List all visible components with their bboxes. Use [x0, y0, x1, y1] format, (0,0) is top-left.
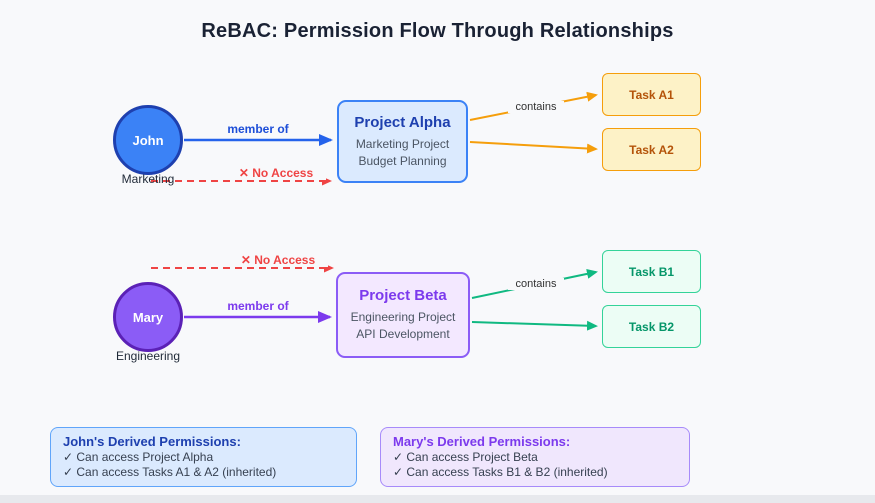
mary-permission-item-1: ✓ Can access Project Beta: [393, 450, 538, 464]
horizontal-scrollbar[interactable]: [0, 495, 875, 503]
project-beta-desc-line1: Engineering Project: [350, 310, 456, 324]
project-alpha-title: Project Alpha: [354, 113, 451, 131]
project-beta-desc-line2: API Development: [356, 327, 450, 341]
contains-label-alpha: contains: [508, 101, 564, 113]
node-task-b2: Task B2: [602, 305, 701, 348]
node-mary: Mary: [113, 282, 183, 352]
node-task-a1: Task A1: [602, 73, 701, 116]
project-alpha-desc-line1: Marketing Project: [355, 136, 450, 151]
john-permissions-title: John's Derived Permissions:: [63, 434, 241, 449]
john-permission-item-2: ✓ Can access Tasks A1 & A2 (inherited): [63, 465, 277, 479]
contains-arrow-task-a2: [469, 141, 598, 154]
contains-label-beta: contains: [508, 278, 564, 290]
member-of-label-mary: member of: [208, 299, 308, 313]
mary-permissions-title: Mary's Derived Permissions:: [393, 434, 571, 449]
john-name-label: John: [132, 132, 164, 148]
diagram-title: ReBAC: Permission Flow Through Relations…: [201, 20, 674, 42]
node-john: John: [113, 105, 183, 175]
mary-name-label: Mary: [132, 309, 164, 325]
node-task-a2: Task A2: [602, 128, 701, 171]
mary-permission-item-2: ✓ Can access Tasks B1 & B2 (inherited): [393, 465, 608, 479]
john-department-label: Marketing: [121, 172, 175, 186]
contains-arrow-task-b2: [471, 320, 598, 331]
mary-derived-permissions-box: Mary's Derived Permissions: ✓ Can access…: [380, 427, 690, 487]
john-permission-item-1: ✓ Can access Project Alpha: [63, 450, 214, 464]
project-alpha-desc-line2: Budget Planning: [358, 153, 447, 168]
member-of-label-john: member of: [208, 122, 308, 136]
node-project-alpha: Project Alpha Marketing Project Budget P…: [337, 100, 468, 183]
project-beta-title: Project Beta: [359, 287, 447, 304]
no-access-label-john: ✕ No Access: [226, 166, 326, 180]
john-derived-permissions-box: John's Derived Permissions: ✓ Can access…: [50, 427, 357, 487]
node-project-beta: Project Beta Engineering Project API Dev…: [336, 272, 470, 358]
mary-department-label: Engineering: [115, 349, 181, 363]
node-task-b1: Task B1: [602, 250, 701, 293]
no-access-label-mary: ✕ No Access: [228, 253, 328, 267]
